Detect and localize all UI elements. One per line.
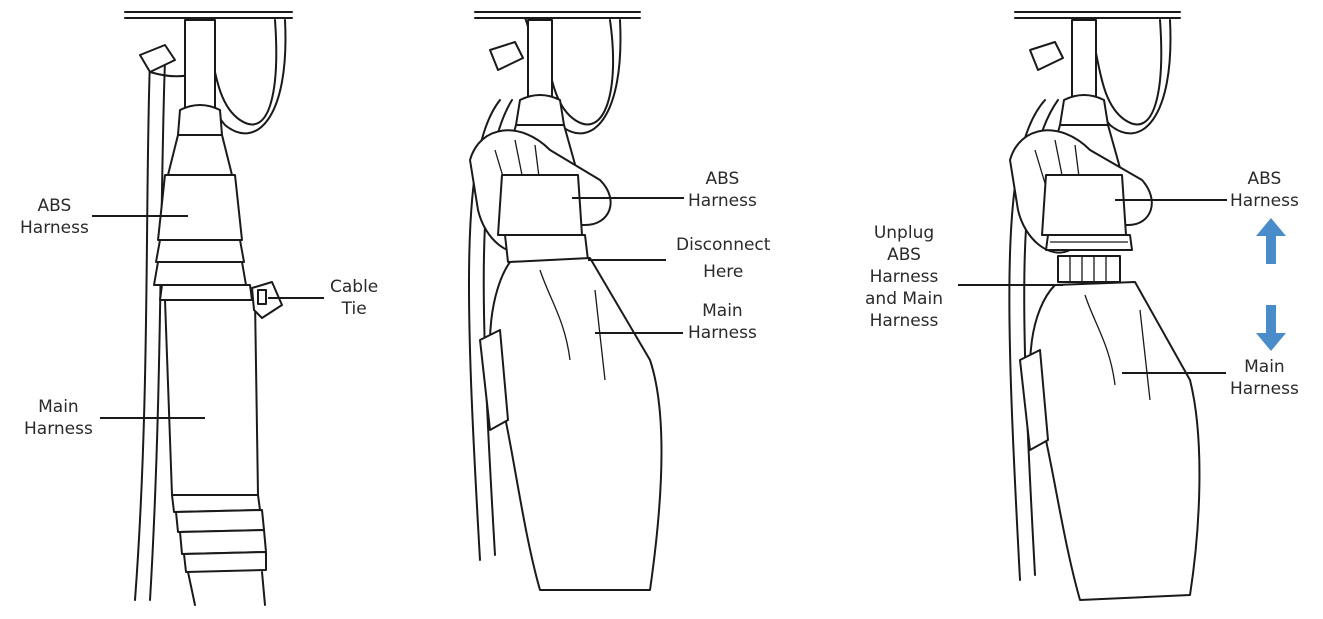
main-harness-label: Main Harness — [688, 300, 757, 344]
disconnect-here-leader — [588, 259, 666, 261]
upper-cable-tie — [1030, 42, 1063, 70]
abs-connector-top — [516, 95, 564, 129]
panel-2: ABS Harness Disconnect Here Main Harness — [440, 0, 860, 619]
abs-harness-body — [1042, 175, 1126, 235]
abs-connector-top — [178, 105, 222, 139]
disconnect-here-label: Disconnect Here — [676, 232, 770, 286]
main-harness-body — [165, 300, 258, 495]
arrow-up-icon — [1256, 218, 1286, 264]
connector-pins — [1058, 256, 1120, 282]
unplug-label: Unplug ABS Harness and Main Harness — [865, 222, 943, 332]
abs-harness-label: ABS Harness — [688, 168, 757, 212]
lower-hand — [490, 258, 662, 590]
main-harness-label: Main Harness — [1230, 356, 1299, 400]
main-harness-leader — [100, 417, 205, 419]
abs-harness-leader — [92, 215, 188, 217]
upper-cable-tie — [490, 42, 523, 70]
unplug-leader — [958, 284, 1063, 286]
panel-3: Unplug ABS Harness and Main Harness ABS … — [860, 0, 1323, 619]
abs-harness-leader — [1115, 199, 1227, 201]
lower-hand — [1030, 282, 1199, 600]
panel-2-illustration — [440, 0, 860, 619]
main-harness-leader — [595, 332, 683, 334]
abs-connector-top — [1060, 95, 1108, 129]
upper-cable-tie — [140, 45, 175, 72]
main-harness-label: Main Harness — [24, 396, 93, 440]
abs-harness-label: ABS Harness — [1230, 168, 1299, 212]
arrow-down-icon — [1256, 305, 1286, 351]
side-cable — [135, 60, 150, 600]
panel-1: ABS Harness Cable Tie Main Harness — [0, 0, 440, 619]
main-harness-leader — [1122, 372, 1226, 374]
abs-harness-body — [498, 175, 582, 235]
cable-tie-leader — [268, 297, 324, 299]
abs-harness-leader — [572, 197, 684, 199]
cable-tie-label: Cable Tie — [330, 276, 378, 320]
abs-harness-label: ABS Harness — [20, 195, 89, 239]
abs-harness-body — [158, 175, 242, 240]
